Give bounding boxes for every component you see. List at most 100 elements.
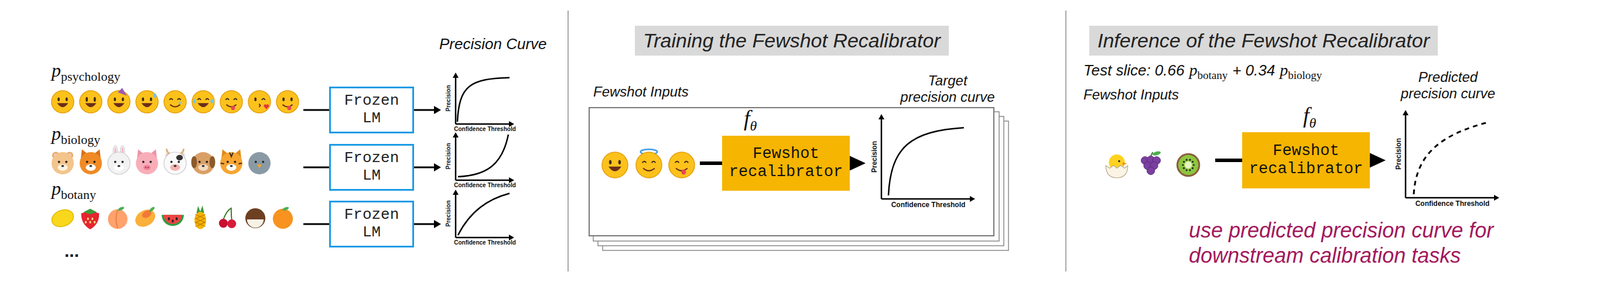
card-heading: Fewshot Inputs bbox=[593, 83, 689, 101]
recalibrator-box: Fewshot recalibrator bbox=[1242, 132, 1370, 189]
animal-emoji bbox=[79, 149, 102, 175]
y-axis bbox=[880, 117, 883, 200]
nose bbox=[61, 165, 65, 167]
animal-emoji bbox=[51, 151, 74, 175]
text-group: ppsychology bbox=[51, 60, 121, 80]
coconut-flesh bbox=[247, 219, 265, 228]
animal-emoji bbox=[220, 149, 243, 175]
leaf bbox=[117, 206, 125, 212]
eye bbox=[93, 97, 97, 102]
label-text: θ bbox=[1309, 115, 1317, 131]
eye bbox=[642, 161, 647, 164]
x-axis bbox=[881, 198, 972, 201]
kiwi-seed bbox=[1181, 163, 1184, 166]
feed-line bbox=[303, 109, 330, 112]
seed bbox=[89, 220, 92, 224]
kiwi-seed bbox=[1185, 159, 1188, 162]
precision-curve bbox=[457, 77, 510, 122]
eye bbox=[86, 161, 89, 164]
mouth bbox=[85, 103, 97, 108]
eye bbox=[141, 97, 145, 102]
eye bbox=[1118, 160, 1121, 163]
eye bbox=[149, 97, 153, 102]
feed-line bbox=[303, 166, 330, 169]
text-group: Precision Curve bbox=[439, 36, 547, 52]
x-axis bbox=[455, 123, 511, 126]
kiwi-seed bbox=[1183, 167, 1185, 170]
node-label: Fewshot recalibrator bbox=[726, 145, 846, 182]
tongue bbox=[681, 169, 686, 176]
y-axis bbox=[455, 193, 457, 238]
eye bbox=[121, 97, 125, 102]
muzzle bbox=[113, 164, 124, 172]
eye bbox=[254, 161, 258, 164]
eye bbox=[142, 161, 145, 164]
lemon bbox=[49, 207, 76, 231]
kiss bbox=[258, 104, 261, 108]
label-text: p bbox=[51, 60, 61, 80]
kiwi-seed bbox=[1192, 163, 1195, 166]
axis-label: Confidence Threshold bbox=[1415, 200, 1490, 208]
label-text: p bbox=[51, 124, 61, 143]
eye bbox=[618, 159, 621, 164]
eye bbox=[254, 97, 257, 102]
flesh bbox=[163, 214, 182, 225]
seed bbox=[87, 217, 90, 221]
ear bbox=[209, 156, 216, 169]
x-axis bbox=[455, 237, 511, 239]
text-group: use predicted precision curve for downst… bbox=[1188, 217, 1541, 269]
face-emoji bbox=[276, 90, 299, 114]
label-text: botany bbox=[60, 188, 97, 202]
eye bbox=[198, 161, 201, 164]
face-emoji bbox=[602, 152, 628, 179]
axis-label-vertical: Precision bbox=[445, 200, 452, 227]
face-disc bbox=[107, 90, 131, 114]
arrowhead bbox=[1369, 152, 1386, 169]
kiwi-core bbox=[1184, 161, 1192, 169]
eye bbox=[205, 161, 208, 164]
x-axis bbox=[1405, 197, 1496, 200]
smile bbox=[226, 104, 237, 108]
egg-shell bbox=[1105, 165, 1128, 179]
fruit-emoji bbox=[194, 205, 207, 229]
label-text: p bbox=[1188, 62, 1198, 79]
text-group: Target precision curve bbox=[898, 72, 997, 105]
pattern bbox=[195, 218, 205, 224]
face-emoji bbox=[248, 90, 271, 114]
precision-chart bbox=[452, 72, 515, 128]
fruit-emoji bbox=[1141, 150, 1162, 175]
head bbox=[51, 152, 74, 175]
recalibrator-box: Fewshot recalibrator bbox=[722, 135, 850, 191]
pattern bbox=[195, 222, 205, 228]
axis-arrowhead bbox=[1493, 195, 1500, 201]
text-group: fθ bbox=[1303, 104, 1316, 127]
frozen-lm-box: Frozen LM bbox=[329, 200, 415, 248]
eye bbox=[169, 98, 173, 101]
panel-divider bbox=[1065, 10, 1067, 272]
face-disc bbox=[79, 90, 102, 114]
beak bbox=[257, 164, 262, 169]
axis-arrowhead bbox=[878, 114, 885, 120]
nose bbox=[202, 165, 205, 167]
predicted-curve bbox=[1413, 122, 1489, 195]
muzzle bbox=[85, 164, 96, 172]
leaf bbox=[282, 206, 290, 213]
axis-label-vertical: Precision bbox=[870, 140, 878, 173]
nostril bbox=[145, 166, 147, 169]
seed bbox=[171, 219, 174, 223]
muzzle bbox=[197, 164, 208, 172]
calyx bbox=[83, 209, 98, 215]
face-disc bbox=[668, 152, 695, 179]
kiwi-seed bbox=[1185, 169, 1188, 172]
node-label: Frozen LM bbox=[335, 92, 408, 128]
eye bbox=[233, 98, 238, 101]
node-label: Frozen LM bbox=[335, 149, 408, 186]
eye bbox=[65, 161, 68, 164]
eye bbox=[226, 161, 229, 164]
eye bbox=[290, 97, 293, 102]
arrowhead bbox=[433, 106, 441, 115]
label-text: p bbox=[51, 179, 61, 198]
mouth bbox=[113, 103, 125, 108]
fruit-emoji bbox=[272, 206, 293, 229]
eye bbox=[197, 98, 201, 101]
